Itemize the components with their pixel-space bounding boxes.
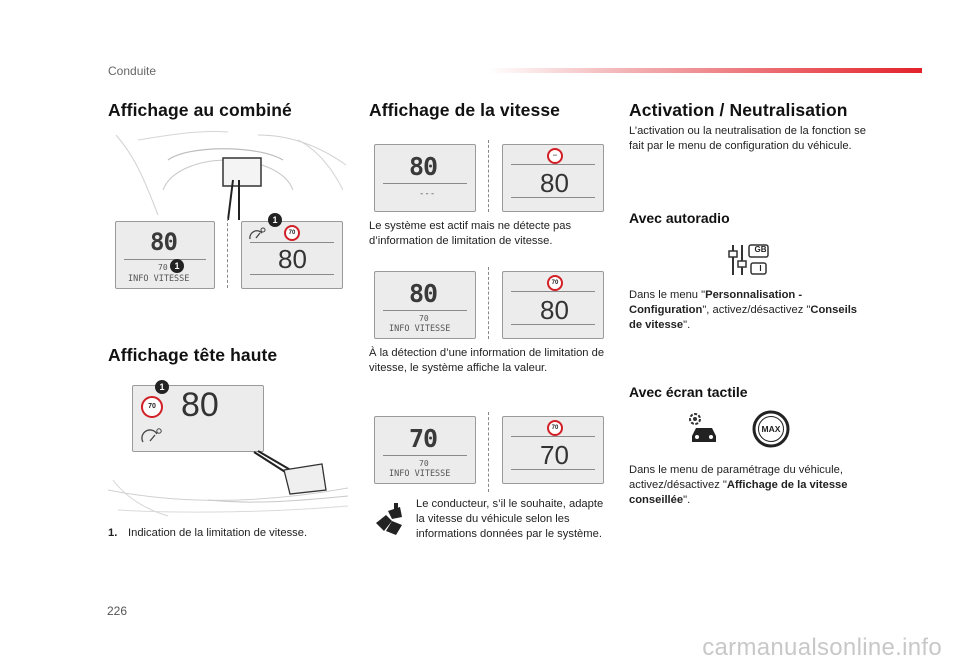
- max-label: MAX: [761, 424, 781, 434]
- row3-left-divider: [383, 455, 467, 456]
- note-number: 1.: [108, 527, 118, 539]
- lcd-small-speed: 70: [158, 263, 168, 272]
- row2-right-panel: 70 80: [502, 271, 604, 339]
- panel-speed: 80: [278, 244, 307, 274]
- vehicle-settings-icon: [689, 413, 716, 442]
- row3-right-panel: 70 70: [502, 416, 604, 484]
- row3-separator: [488, 412, 489, 492]
- lcd-divider: [124, 259, 206, 260]
- autoradio-text-pre: Dans le menu ": [629, 289, 706, 301]
- row3-left-label: INFO VITESSE: [389, 469, 451, 479]
- row1-sign: --: [547, 148, 563, 164]
- row3-right-speed: 70: [540, 440, 569, 470]
- row1-left-speed: 80: [409, 152, 438, 181]
- row2-sign: 70: [547, 275, 563, 291]
- row2-left-lcd: 80 70 INFO VITESSE: [374, 271, 476, 339]
- speedometer-icon: [249, 227, 266, 240]
- settings-sliders-icon: [728, 244, 769, 275]
- row3-sign: 70: [547, 420, 563, 436]
- activation-intro: L’activation ou la neutralisation de la …: [629, 125, 866, 152]
- callout-1: 1: [170, 259, 184, 273]
- windscreen-illustration: [108, 450, 349, 517]
- autoradio-text-post: ".: [683, 319, 691, 331]
- row1-right-panel: -- 80: [502, 144, 604, 212]
- watermark: carmanualsonline.info: [702, 634, 942, 661]
- max-speed-icon: [752, 410, 790, 448]
- row3-left-lcd: 70 70 INFO VITESSE: [374, 416, 476, 484]
- cluster-speed-panel: 70 80: [241, 221, 343, 289]
- row1-right-divider-top: [511, 164, 595, 165]
- page-number: 226: [107, 604, 128, 618]
- separator: [227, 218, 228, 288]
- hud-speed: 80: [181, 386, 219, 424]
- autoradio-text-mid: ", activez/désactivez ": [702, 304, 811, 316]
- autoradio-text: Dans le menu "Personnalisation - Configu…: [629, 288, 869, 333]
- autoradio-option: Conseils de vitesse: [629, 304, 858, 331]
- title-touchscreen: Avec écran tactile: [629, 384, 748, 400]
- hud-speedometer-icon: [141, 428, 162, 443]
- lcd-info-label: INFO VITESSE: [128, 274, 190, 284]
- row3-right-divider-top: [511, 436, 595, 437]
- row1-left-lcd: 80 ---: [374, 144, 476, 212]
- row3-left-speed: 70: [409, 424, 438, 453]
- title-activation: Activation / Neutralisation: [629, 100, 848, 120]
- panel-divider-bottom: [250, 274, 334, 275]
- title-autoradio: Avec autoradio: [629, 210, 730, 226]
- cluster-lcd: 80 70 INFO VITESSE: [115, 221, 215, 289]
- row1-right-speed: 80: [540, 168, 569, 198]
- touchscreen-text: Dans le menu de paramétrage du véhicule,…: [629, 463, 874, 508]
- row2-left-divider: [383, 310, 467, 311]
- hud-display: 70 80: [132, 385, 264, 452]
- panel-divider-top: [250, 242, 334, 243]
- row2-left-small: 70: [419, 314, 429, 323]
- title-combine: Affichage au combiné: [108, 100, 292, 120]
- section-label: Conduite: [108, 64, 157, 78]
- hud-speed-limit-sign: 70: [141, 396, 163, 418]
- row2-left-label: INFO VITESSE: [389, 324, 451, 334]
- row1-separator: [488, 140, 489, 212]
- row1-right-divider-bottom: [511, 197, 595, 198]
- row1-left-sub: ---: [419, 189, 436, 199]
- callout-1-panel: 1: [268, 213, 282, 227]
- header-accent-bar: [488, 68, 922, 73]
- title-speed-display: Affichage de la vitesse: [369, 100, 560, 120]
- row2-right-divider-top: [511, 291, 595, 292]
- driver-steering-icon: [376, 503, 402, 535]
- dashboard-illustration: [115, 131, 347, 220]
- note-text: Indication de la limitation de vitesse.: [128, 527, 308, 539]
- title-hud: Affichage tête haute: [108, 345, 278, 365]
- text-detection: À la détection d’une information de limi…: [369, 347, 605, 374]
- text-driver-adapts: Le conducteur, s’il le souhaite, adapte …: [416, 498, 604, 540]
- speed-limit-sign: 70: [284, 225, 300, 241]
- touch-text-post: ".: [683, 494, 691, 506]
- row2-left-speed: 80: [409, 279, 438, 308]
- row2-right-divider-bottom: [511, 324, 595, 325]
- row3-right-divider-bottom: [511, 469, 595, 470]
- i-label: I: [759, 264, 762, 273]
- row2-right-speed: 80: [540, 295, 569, 325]
- row2-separator: [488, 267, 489, 339]
- gb-label: GB: [754, 245, 767, 254]
- hud-callout-1: 1: [155, 380, 169, 394]
- text-no-detection: Le système est actif mais ne détecte pas…: [369, 220, 572, 247]
- touch-option: Affichage de la vitesse conseillée: [629, 479, 848, 506]
- row1-left-divider: [383, 183, 467, 184]
- touch-text-pre: Dans le menu de paramétrage du véhicule,…: [629, 464, 843, 491]
- row3-left-small: 70: [419, 459, 429, 468]
- lcd-speed: 80: [150, 228, 178, 256]
- autoradio-menu: Personnalisation - Configuration: [629, 289, 803, 316]
